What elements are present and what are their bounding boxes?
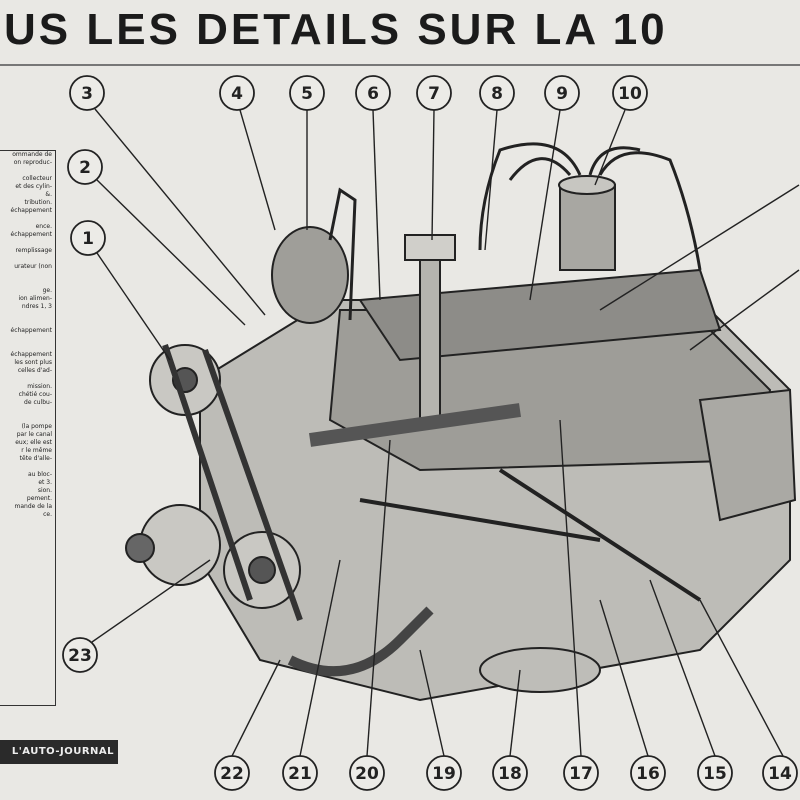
legend-line: r le même (21, 447, 52, 454)
legend-line: celles d'ad- (17, 367, 52, 374)
legend-line: remplissage (15, 247, 52, 254)
callout-number: 22 (220, 764, 244, 784)
legend-line: les sont plus (14, 359, 52, 366)
callout-circle (416, 75, 452, 111)
callout-number: 21 (288, 764, 312, 784)
callout-circle (355, 75, 391, 111)
callout-circle (289, 75, 325, 111)
legend-line: mande de la (14, 503, 52, 510)
leader-lines (91, 108, 800, 757)
callout-19: 19 (426, 755, 462, 791)
legend-line: &. (45, 191, 52, 198)
legend-line: eux; elle est (15, 439, 52, 446)
callout-21: 21 (282, 755, 318, 791)
callout-circle (630, 755, 666, 791)
legend-line: échappement (10, 327, 52, 334)
legend-line: sion. (37, 487, 52, 494)
callout-circle (70, 220, 106, 256)
callout-circle (563, 755, 599, 791)
callout-number: 7 (428, 84, 440, 104)
callout-number: 19 (432, 764, 456, 784)
callout-20: 20 (349, 755, 385, 791)
title-rule (0, 64, 800, 66)
callout-17: 17 (563, 755, 599, 791)
callout-circle (214, 755, 250, 791)
callout-7: 7 (416, 75, 452, 111)
callout-circle (479, 75, 515, 111)
callout-circle (492, 755, 528, 791)
callout-number: 20 (355, 764, 379, 784)
callout-number: 6 (367, 84, 379, 104)
legend-line: ommande de (12, 151, 52, 158)
legend-line: et des cylin- (15, 183, 52, 190)
legend-line: tribution. (24, 199, 53, 206)
callout-3: 3 (69, 75, 105, 111)
engine-illustration (125, 142, 797, 702)
legend-line: chétié cou- (18, 391, 52, 398)
callout-number: 16 (636, 764, 660, 784)
legend-line: au bloc- (28, 471, 52, 478)
legend-line: (la pompe (21, 423, 52, 430)
legend-line: on reproduc- (13, 159, 52, 166)
page-title: US LES DETAILS SUR LA 10 (4, 5, 668, 54)
legend-line: mission. (27, 383, 52, 390)
callout-4: 4 (219, 75, 255, 111)
callout-number: 14 (768, 764, 792, 784)
callout-circle (219, 75, 255, 111)
callout-circle (762, 755, 798, 791)
callout-number: 10 (618, 84, 642, 104)
publisher-badge: L'AUTO-JOURNAL (0, 740, 118, 764)
callout-9: 9 (544, 75, 580, 111)
callout-22: 22 (214, 755, 250, 791)
callout-circle (67, 149, 103, 185)
legend-line: urateur (non (14, 263, 52, 270)
callout-18: 18 (492, 755, 528, 791)
legend-line: et 3. (38, 479, 52, 486)
callout-number: 18 (498, 764, 522, 784)
legend-line: échappement (10, 351, 52, 358)
callout-16: 16 (630, 755, 666, 791)
callout-circle (612, 75, 648, 111)
callout-10: 10 (612, 75, 648, 111)
legend-line: ion alimen- (18, 295, 52, 302)
callout-circle (426, 755, 462, 791)
callout-23: 23 (62, 637, 98, 673)
callout-circle (349, 755, 385, 791)
callout-number: 23 (68, 646, 92, 666)
callout-number: 4 (231, 84, 243, 104)
callout-number: 1 (82, 229, 94, 249)
callout-number: 2 (79, 158, 91, 178)
legend-line: collecteur (22, 175, 52, 182)
legend-line: ce. (43, 511, 52, 518)
callout-number: 15 (703, 764, 727, 784)
callout-number: 9 (556, 84, 568, 104)
callout-14: 14 (762, 755, 798, 791)
legend-line: pement. (26, 495, 52, 502)
callout-8: 8 (479, 75, 515, 111)
callout-number: 8 (491, 84, 503, 104)
callout-circle (697, 755, 733, 791)
legend-line: de culbu- (24, 399, 52, 406)
callout-number: 17 (569, 764, 593, 784)
legend-line: par le canal (16, 431, 52, 438)
callout-15: 15 (697, 755, 733, 791)
callout-circle (282, 755, 318, 791)
callout-circle (62, 637, 98, 673)
callout-2: 2 (67, 149, 103, 185)
callout-number: 5 (301, 84, 313, 104)
legend-line: ndres 1, 3 (21, 303, 52, 310)
callout-1: 1 (70, 220, 106, 256)
callout-6: 6 (355, 75, 391, 111)
callout-5: 5 (289, 75, 325, 111)
callout-circle (544, 75, 580, 111)
legend-line: ge. (42, 287, 52, 294)
callout-number: 3 (81, 84, 93, 104)
legend-line: ence. (35, 223, 52, 230)
callout-circle (69, 75, 105, 111)
legend-line: échappement (10, 231, 52, 238)
legend-line: échappement (10, 207, 52, 214)
legend-line: tête d'alle- (19, 455, 52, 462)
